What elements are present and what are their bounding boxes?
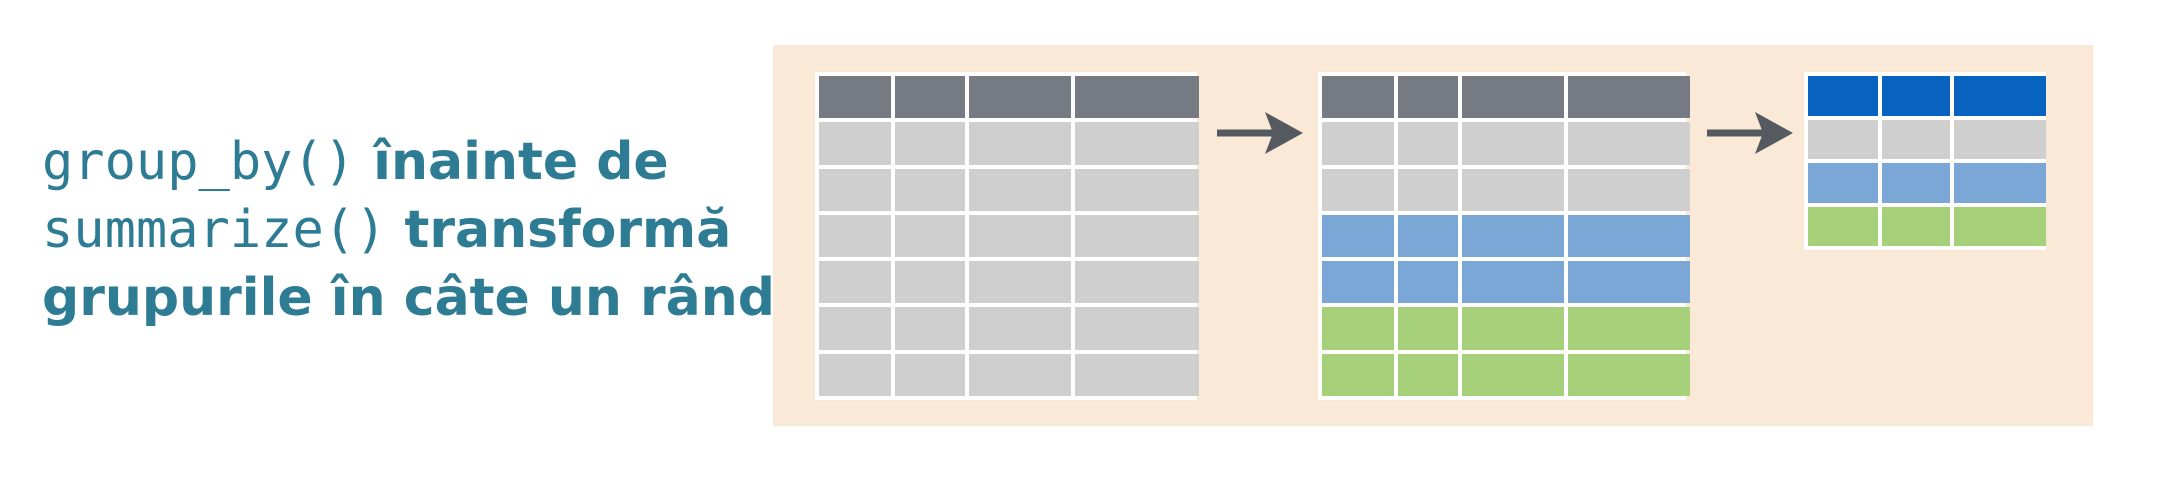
blue-row-cell xyxy=(1398,214,1458,258)
gray-row-cell xyxy=(1322,122,1394,165)
blue-row-cell xyxy=(1808,163,1878,203)
gray-row-cell xyxy=(969,307,1071,350)
green-row-cell xyxy=(1322,353,1394,396)
blue-row-cell xyxy=(1954,163,2046,203)
gray-row-cell xyxy=(1462,122,1564,165)
blue-row-cell xyxy=(1398,261,1458,304)
blue-row-cell xyxy=(1322,261,1394,304)
gray-row-cell xyxy=(1568,122,1690,165)
gray-row-cell xyxy=(969,353,1071,396)
header-cell xyxy=(1322,76,1394,119)
gray-row-cell xyxy=(1568,168,1690,211)
green-row-cell xyxy=(1322,307,1394,350)
green-row-cell xyxy=(1808,206,1878,246)
gray-row-cell xyxy=(1954,119,2046,159)
caption-text-3: grupurile în câte un rând xyxy=(42,268,776,328)
gray-row-cell xyxy=(969,214,1071,258)
header-cell xyxy=(819,76,891,119)
header-cell xyxy=(1882,76,1950,116)
gray-row-cell xyxy=(895,214,965,258)
caption-line-1: group_by() înainte de xyxy=(42,128,775,196)
arrow-right-icon xyxy=(1217,112,1303,154)
header-cell xyxy=(969,76,1071,119)
gray-row-cell xyxy=(819,214,891,258)
caption-text-2: transformă xyxy=(386,200,732,260)
caption-text-1: înainte de xyxy=(355,132,669,192)
green-row-cell xyxy=(1568,353,1690,396)
green-row-cell xyxy=(1398,307,1458,350)
gray-row-cell xyxy=(969,261,1071,304)
header-cell xyxy=(1568,76,1690,119)
gray-row-cell xyxy=(1398,168,1458,211)
gray-row-cell xyxy=(895,261,965,304)
blue-row-cell xyxy=(1568,261,1690,304)
header-cell xyxy=(1075,76,1199,119)
gray-row-cell xyxy=(895,353,965,396)
gray-row-cell xyxy=(819,168,891,211)
arrow-right-icon xyxy=(1707,112,1793,154)
gray-row-cell xyxy=(1882,119,1950,159)
green-row-cell xyxy=(1462,353,1564,396)
gray-row-cell xyxy=(819,307,891,350)
caption-line-2: summarize() transformă xyxy=(42,196,775,264)
gray-row-cell xyxy=(1075,353,1199,396)
green-row-cell xyxy=(1882,206,1950,246)
gray-row-cell xyxy=(1075,168,1199,211)
gray-row-cell xyxy=(1808,119,1878,159)
gray-row-cell xyxy=(1398,122,1458,165)
input-table xyxy=(815,72,1199,400)
gray-row-cell xyxy=(1462,168,1564,211)
gray-row-cell xyxy=(1075,261,1199,304)
blue-row-cell xyxy=(1322,214,1394,258)
blue-row-cell xyxy=(1568,214,1690,258)
green-row-cell xyxy=(1568,307,1690,350)
gray-row-cell xyxy=(819,353,891,396)
summary-table xyxy=(1804,72,2046,250)
gray-row-cell xyxy=(895,168,965,211)
caption: group_by() înainte de summarize() transf… xyxy=(42,128,775,332)
header-cell xyxy=(895,76,965,119)
gray-row-cell xyxy=(895,307,965,350)
grouped-table xyxy=(1318,72,1690,400)
blue-row-cell xyxy=(1882,163,1950,203)
blue-row-cell xyxy=(1462,214,1564,258)
gray-row-cell xyxy=(1075,214,1199,258)
blue-row-cell xyxy=(1462,261,1564,304)
code-group-by: group_by() xyxy=(42,132,356,192)
code-summarize: summarize() xyxy=(42,200,387,260)
gray-row-cell xyxy=(895,122,965,165)
green-row-cell xyxy=(1398,353,1458,396)
gray-row-cell xyxy=(819,261,891,304)
gray-row-cell xyxy=(969,122,1071,165)
header-cell xyxy=(1954,76,2046,116)
gray-row-cell xyxy=(1075,307,1199,350)
header-cell xyxy=(1808,76,1878,116)
gray-row-cell xyxy=(819,122,891,165)
header-cell xyxy=(1398,76,1458,119)
gray-row-cell xyxy=(1322,168,1394,211)
gray-row-cell xyxy=(969,168,1071,211)
green-row-cell xyxy=(1954,206,2046,246)
gray-row-cell xyxy=(1075,122,1199,165)
caption-line-3: grupurile în câte un rând xyxy=(42,264,775,332)
green-row-cell xyxy=(1462,307,1564,350)
header-cell xyxy=(1462,76,1564,119)
